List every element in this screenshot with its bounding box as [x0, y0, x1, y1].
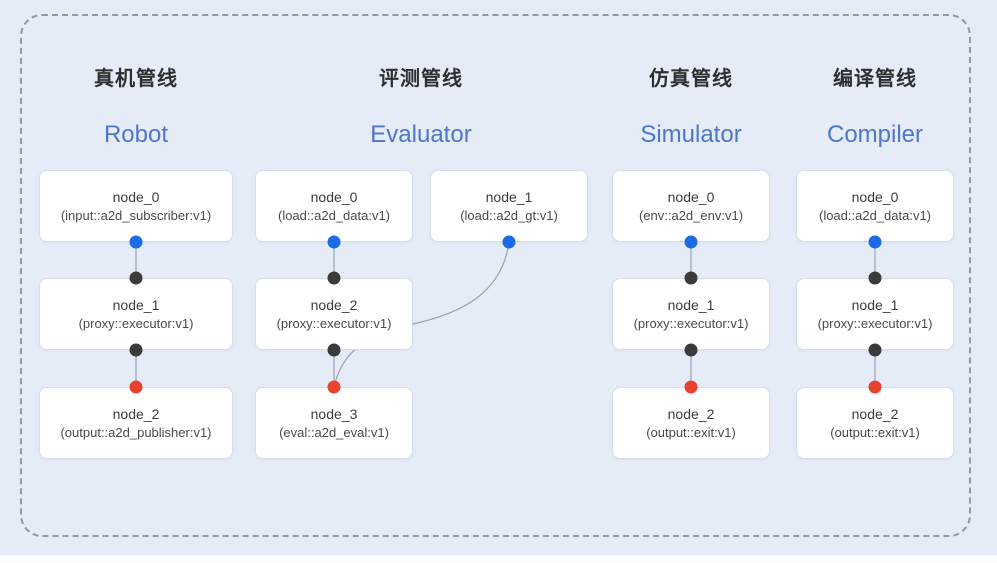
node-name: node_0 — [112, 189, 160, 205]
node-robot-0: node_0 (input::a2d_subscriber:v1) — [39, 170, 233, 242]
node-name: node_2 — [667, 406, 715, 422]
pipeline-simulator-title-zh: 仿真管线 — [649, 68, 733, 90]
node-type: (output::exit:v1) — [646, 425, 736, 440]
node-type: (proxy::executor:v1) — [276, 316, 392, 331]
node-name: node_1 — [667, 297, 715, 313]
node-name: node_0 — [310, 189, 358, 205]
node-name: node_0 — [667, 189, 715, 205]
node-compiler-0: node_0 (load::a2d_data:v1) — [796, 170, 954, 242]
bottom-edge-strip — [0, 555, 997, 563]
edge-evaluator-n1-n3 — [333, 241, 510, 388]
pipeline-compiler-title-zh: 编译管线 — [833, 68, 917, 90]
node-type: (proxy::executor:v1) — [633, 316, 749, 331]
port-input-dark-icon — [868, 271, 882, 285]
node-name: node_2 — [112, 406, 160, 422]
pipeline-robot-title-zh: 真机管线 — [94, 68, 178, 90]
port-output-blue-icon — [502, 235, 516, 249]
port-output-dark-icon — [684, 343, 698, 357]
node-name: node_2 — [851, 406, 899, 422]
port-input-red-icon — [684, 380, 698, 394]
node-name: node_1 — [112, 297, 160, 313]
node-type: (eval::a2d_eval:v1) — [279, 425, 389, 440]
port-input-red-icon — [868, 380, 882, 394]
port-output-blue-icon — [684, 235, 698, 249]
node-simulator-2: node_2 (output::exit:v1) — [612, 387, 770, 459]
pipeline-simulator-title-en: Simulator — [640, 121, 742, 148]
node-simulator-1: node_1 (proxy::executor:v1) — [612, 278, 770, 350]
node-type: (output::a2d_publisher:v1) — [60, 425, 212, 440]
node-name: node_1 — [485, 189, 533, 205]
node-evaluator-1: node_1 (load::a2d_gt:v1) — [430, 170, 588, 242]
node-robot-1: node_1 (proxy::executor:v1) — [39, 278, 233, 350]
pipeline-evaluator-title-zh: 评测管线 — [379, 68, 463, 90]
port-input-red-icon — [327, 380, 341, 394]
node-type: (load::a2d_data:v1) — [277, 208, 391, 223]
port-input-dark-icon — [684, 271, 698, 285]
node-type: (load::a2d_data:v1) — [818, 208, 932, 223]
port-input-dark-icon — [129, 271, 143, 285]
port-output-blue-icon — [868, 235, 882, 249]
node-type: (output::exit:v1) — [830, 425, 920, 440]
node-name: node_0 — [851, 189, 899, 205]
node-compiler-1: node_1 (proxy::executor:v1) — [796, 278, 954, 350]
node-robot-2: node_2 (output::a2d_publisher:v1) — [39, 387, 233, 459]
port-output-blue-icon — [327, 235, 341, 249]
node-name: node_2 — [310, 297, 358, 313]
port-input-red-icon — [129, 380, 143, 394]
port-output-dark-icon — [868, 343, 882, 357]
port-output-dark-icon — [327, 343, 341, 357]
node-name: node_3 — [310, 406, 358, 422]
node-type: (env::a2d_env:v1) — [638, 208, 744, 223]
pipeline-evaluator-title-en: Evaluator — [370, 121, 472, 148]
node-name: node_1 — [851, 297, 899, 313]
port-input-dark-icon — [327, 271, 341, 285]
node-simulator-0: node_0 (env::a2d_env:v1) — [612, 170, 770, 242]
node-evaluator-3: node_3 (eval::a2d_eval:v1) — [255, 387, 413, 459]
node-type: (proxy::executor:v1) — [78, 316, 194, 331]
pipeline-robot-title-en: Robot — [103, 121, 169, 148]
pipeline-compiler-title-en: Compiler — [826, 121, 924, 148]
dashed-frame — [20, 14, 971, 537]
port-output-dark-icon — [129, 343, 143, 357]
node-type: (load::a2d_gt:v1) — [460, 208, 558, 223]
node-compiler-2: node_2 (output::exit:v1) — [796, 387, 954, 459]
port-output-blue-icon — [129, 235, 143, 249]
node-evaluator-2: node_2 (proxy::executor:v1) — [255, 278, 413, 350]
node-evaluator-0: node_0 (load::a2d_data:v1) — [255, 170, 413, 242]
node-type: (proxy::executor:v1) — [817, 316, 933, 331]
node-type: (input::a2d_subscriber:v1) — [60, 208, 212, 223]
